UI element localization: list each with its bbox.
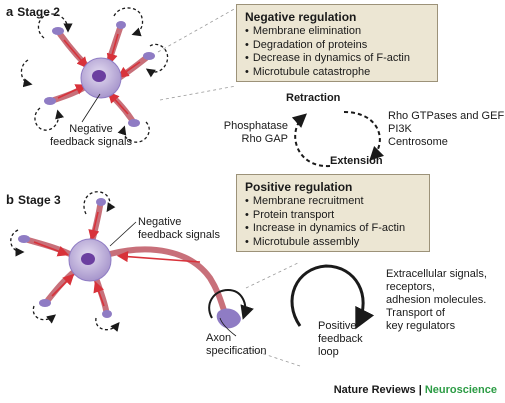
journal-name: Nature Reviews: [333, 384, 416, 396]
retraction-label: Retraction: [286, 92, 341, 104]
stage3-label-leader: [109, 221, 137, 247]
rho-gap-label: Rho GAP: [241, 133, 288, 145]
stage2-label-leader: [81, 93, 101, 123]
axon: [107, 246, 229, 319]
negative-item: Decrease in dynamics of F-actin: [245, 52, 429, 66]
extension-label: Extension: [330, 155, 383, 167]
axon-spec-line1: Axon: [206, 332, 232, 344]
stage2-neuron: [20, 7, 169, 143]
extracellular-line4: Transport of: [386, 307, 445, 319]
positive-item: Microtubule assembly: [245, 236, 421, 250]
positive-loop-line2: feedback: [318, 333, 363, 345]
negative-item: Degradation of proteins: [245, 39, 429, 53]
rho-gtpases-label: Rho GTPases and GEF: [388, 110, 505, 122]
regulation-cycle: [291, 111, 385, 168]
stage2-growth-cones: [44, 21, 155, 127]
extracellular-signals-label: Extracellular signals, receptors, adhesi…: [386, 268, 487, 333]
pi3k-label: PI3K: [388, 123, 412, 135]
stage3-neuron: [10, 191, 254, 337]
stage2-letter: a: [6, 4, 14, 19]
journal-separator: |: [415, 384, 425, 396]
axon-spec-line2: specification: [206, 345, 267, 357]
negative-regulation-title: Negative regulation: [245, 10, 357, 24]
positive-item: Increase in dynamics of F-actin: [245, 222, 421, 236]
stage2-feedback-loops: [20, 7, 169, 143]
extracellular-line5: key regulators: [386, 320, 456, 332]
positive-regulation-title: Positive regulation: [245, 180, 353, 194]
stage2-text: Stage 2: [17, 5, 60, 19]
positive-regulation-list: Membrane recruitment Protein transport I…: [245, 195, 421, 249]
centrosome-label: Centrosome: [388, 136, 448, 148]
positive-loop-connectors: [245, 261, 301, 367]
positive-regulation-box: Positive regulation Membrane recruitment…: [236, 174, 430, 252]
negative-item: Membrane elimination: [245, 25, 429, 39]
negative-item: Microtubule catastrophe: [245, 66, 429, 80]
stage3-letter: b: [6, 192, 14, 207]
positive-feedback-loop-label: Positive feedback loop: [318, 320, 363, 359]
negative-box-connectors: [157, 7, 237, 101]
extracellular-line1: Extracellular signals,: [386, 268, 487, 280]
positive-item: Membrane recruitment: [245, 195, 421, 209]
extracellular-line2: receptors,: [386, 281, 435, 293]
cycle-left-labels: Phosphatase Rho GAP: [214, 120, 288, 146]
stage3-negative-feedback-line2: feedback signals: [138, 229, 220, 241]
stage2-negative-arrows: [57, 33, 141, 115]
stage3-feedback-loops: [10, 191, 120, 332]
stage2-negative-feedback-line1: Negative: [69, 123, 113, 135]
positive-item: Protein transport: [245, 209, 421, 223]
positive-loop-line1: Positive: [318, 320, 357, 332]
extracellular-line3: adhesion molecules.: [386, 294, 487, 306]
stage3-nucleus: [81, 253, 95, 265]
stage2-nucleus: [92, 70, 106, 82]
stage3-negative-feedback-line1: Negative: [138, 216, 182, 228]
positive-loop-line3: loop: [318, 346, 339, 358]
journal-section: Neuroscience: [424, 384, 497, 396]
negative-regulation-list: Membrane elimination Degradation of prot…: [245, 25, 429, 79]
axon-positive-arrow: [208, 288, 254, 320]
stage3-negative-feedback-label: Negative feedback signals: [138, 216, 220, 242]
stage2-negative-feedback-line2: feedback signals: [50, 136, 132, 148]
stage2-negative-feedback-label: Negative feedback signals: [46, 123, 136, 149]
stage3-text: Stage 3: [17, 193, 61, 207]
cycle-right-labels: Rho GTPases and GEF PI3K Centrosome: [388, 110, 504, 149]
phosphatase-label: Phosphatase: [223, 120, 288, 132]
stage3-negative-arrows: [33, 211, 201, 307]
negative-regulation-box: Negative regulation Membrane elimination…: [236, 4, 438, 82]
journal-credit: Nature Reviews | Neuroscience: [334, 384, 497, 396]
positive-feedback-loop-arrow: [290, 264, 375, 330]
axon-label-leader: [219, 317, 237, 337]
axon-specification-label: Axon specification: [206, 332, 267, 358]
